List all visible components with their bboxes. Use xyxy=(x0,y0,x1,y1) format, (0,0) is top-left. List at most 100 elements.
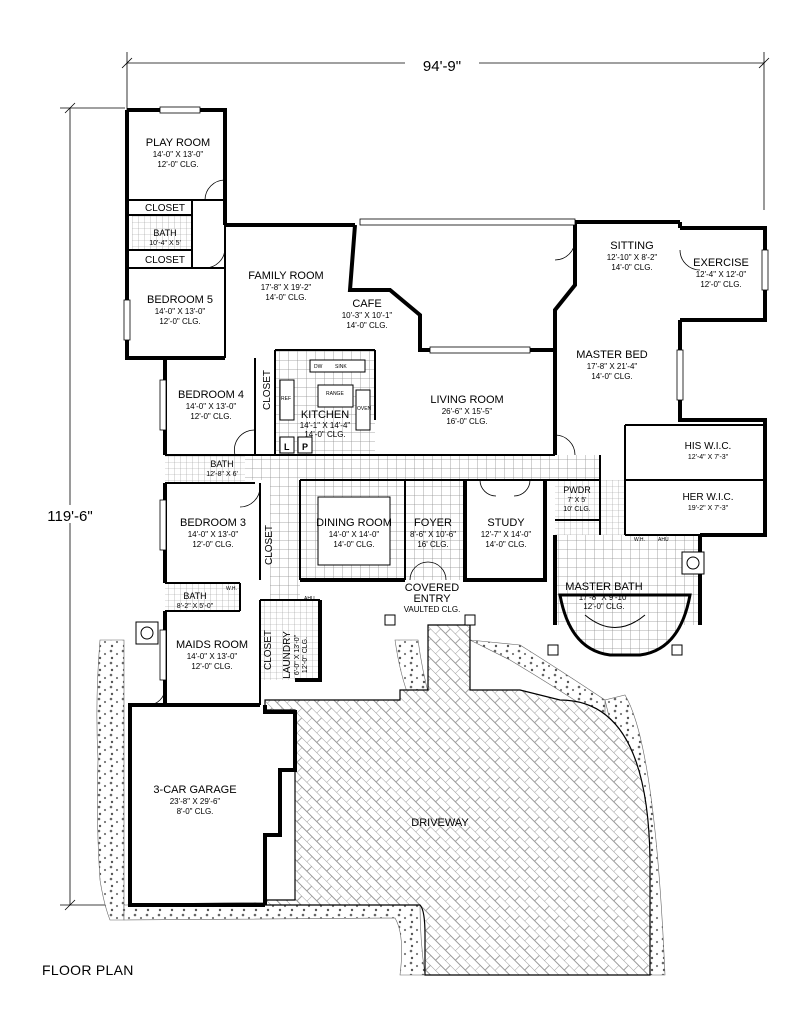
svg-text:STUDY: STUDY xyxy=(487,517,525,529)
svg-text:19'-2" X 7'-3": 19'-2" X 7'-3" xyxy=(688,505,729,512)
svg-text:8'-2" X 5'-0": 8'-2" X 5'-0" xyxy=(177,603,214,610)
room-closet-4: CLOSET xyxy=(264,525,275,565)
fixture-wh-master: W.H. xyxy=(634,537,645,543)
room-closet-3: CLOSET xyxy=(262,370,273,410)
svg-text:LAUNDRY: LAUNDRY xyxy=(282,631,293,679)
svg-text:3-CAR GARAGE: 3-CAR GARAGE xyxy=(153,784,236,796)
svg-text:17'-8" X 9'-10": 17'-8" X 9'-10" xyxy=(579,593,630,602)
svg-text:12'-0" CLG.: 12'-0" CLG. xyxy=(302,637,309,673)
svg-text:12'-0" CLG.: 12'-0" CLG. xyxy=(191,662,232,671)
room-living-room: LIVING ROOM 26'-6" X 15'-5" 16'-0" CLG. xyxy=(430,394,503,426)
svg-text:DINING ROOM: DINING ROOM xyxy=(316,517,392,529)
tub-outline xyxy=(584,614,646,628)
dining-rug xyxy=(317,496,391,566)
svg-text:10' CLG.: 10' CLG. xyxy=(563,506,590,513)
windows xyxy=(123,106,769,681)
svg-text:12'-0" CLG.: 12'-0" CLG. xyxy=(192,540,233,549)
driveway-paving xyxy=(264,624,651,976)
svg-text:BATH: BATH xyxy=(183,591,206,601)
room-bedroom-5: BEDROOM 5 14'-0" X 13'-0" 12'-0" CLG. xyxy=(147,294,213,326)
room-family-room: FAMILY ROOM 17'-8" X 19'-2" 14'-0" CLG. xyxy=(248,270,323,302)
svg-text:12'-0" CLG.: 12'-0" CLG. xyxy=(159,317,200,326)
svg-text:BEDROOM 5: BEDROOM 5 xyxy=(147,294,213,306)
svg-text:16'-0" CLG.: 16'-0" CLG. xyxy=(446,417,487,426)
svg-text:17'-8" X 21'-4": 17'-8" X 21'-4" xyxy=(587,362,638,371)
svg-text:14'-0" CLG.: 14'-0" CLG. xyxy=(611,263,652,272)
svg-text:KITCHEN: KITCHEN xyxy=(301,409,349,421)
svg-text:12'-0" CLG.: 12'-0" CLG. xyxy=(190,412,231,421)
floor-plan-caption: FLOOR PLAN xyxy=(42,962,134,978)
svg-text:14'-0" CLG.: 14'-0" CLG. xyxy=(265,293,306,302)
svg-text:7' X 5': 7' X 5' xyxy=(567,497,586,504)
svg-text:MASTER BATH: MASTER BATH xyxy=(565,581,642,593)
svg-text:VAULTED CLG.: VAULTED CLG. xyxy=(404,605,461,614)
svg-text:12'-0" CLG.: 12'-0" CLG. xyxy=(700,280,741,289)
room-closet-2: CLOSET xyxy=(145,255,185,266)
room-foyer: FOYER 8'-6" X 10'-6" 16' CLG. xyxy=(410,517,456,549)
room-her-wic: HER W.I.C. 19'-2" X 7'-3" xyxy=(682,492,733,512)
svg-text:14'-1" X 14'-4": 14'-1" X 14'-4" xyxy=(300,421,351,430)
svg-text:12'-8" X 6': 12'-8" X 6' xyxy=(206,471,238,478)
room-bath-upper: BATH 10'-4" X 5' xyxy=(149,228,181,247)
svg-text:12'-4" X 12'-0": 12'-4" X 12'-0" xyxy=(696,270,747,279)
fixture-sink: SINK xyxy=(335,364,347,370)
svg-text:EXERCISE: EXERCISE xyxy=(693,257,749,269)
master-bath-bay xyxy=(558,593,692,657)
svg-text:17'-8" X 19'-2": 17'-8" X 19'-2" xyxy=(261,283,312,292)
width-dimension-label: 94'-9" xyxy=(423,58,461,75)
room-laundry: LAUNDRY 6'-0" X 13'-0" 12'-0" CLG. xyxy=(282,631,309,679)
svg-text:12'-10" X 8'-2": 12'-10" X 8'-2" xyxy=(607,253,658,262)
room-study: STUDY 12'-7" X 14'-0" 14'-0" CLG. xyxy=(481,517,532,549)
fixture-ahu-master: AHU xyxy=(658,537,669,543)
svg-text:CAFE: CAFE xyxy=(352,298,381,310)
svg-text:14'-0" X 14'-0": 14'-0" X 14'-0" xyxy=(329,530,380,539)
svg-text:14'-0" CLG.: 14'-0" CLG. xyxy=(346,321,387,330)
room-pwdr: PWDR 7' X 5' 10' CLG. xyxy=(563,485,591,513)
svg-text:14'-0" X 13'-0": 14'-0" X 13'-0" xyxy=(186,402,237,411)
svg-text:14'-0" X 13'-0": 14'-0" X 13'-0" xyxy=(187,652,238,661)
svg-text:FOYER: FOYER xyxy=(414,517,452,529)
room-bedroom-4: BEDROOM 4 14'-0" X 13'-0" 12'-0" CLG. xyxy=(178,389,244,421)
svg-text:8'-6" X 10'-6": 8'-6" X 10'-6" xyxy=(410,530,456,539)
svg-text:12'-0" CLG.: 12'-0" CLG. xyxy=(583,602,624,611)
fixture-dw: DW xyxy=(314,364,323,370)
svg-text:12'-7" X 14'-0": 12'-7" X 14'-0" xyxy=(481,530,532,539)
fixture-ahu: AHU xyxy=(304,596,315,602)
svg-text:12'-0" CLG.: 12'-0" CLG. xyxy=(157,160,198,169)
room-closet-5: CLOSET xyxy=(263,630,274,670)
svg-text:8'-0" CLG.: 8'-0" CLG. xyxy=(177,807,214,816)
room-maids-room: MAIDS ROOM 14'-0" X 13'-0" 12'-0" CLG. xyxy=(176,639,248,671)
room-bath-mid: BATH 12'-8" X 6' xyxy=(206,459,238,478)
svg-text:10'-3" X 10'-1": 10'-3" X 10'-1" xyxy=(342,311,393,320)
room-garage: 3-CAR GARAGE 23'-8" X 29'-6" 8'-0" CLG. xyxy=(153,784,236,816)
room-dining-room: DINING ROOM 14'-0" X 14'-0" 14'-0" CLG. xyxy=(316,517,392,549)
room-bedroom-3: BEDROOM 3 14'-0" X 13'-0" 12'-0" CLG. xyxy=(180,517,246,549)
svg-text:14'-0" X 13'-0": 14'-0" X 13'-0" xyxy=(188,530,239,539)
fixture-oven: OVEN xyxy=(357,406,372,412)
room-his-wic: HIS W.I.C. 12'-4" X 7'-3" xyxy=(685,441,732,461)
svg-text:14'-0" CLG.: 14'-0" CLG. xyxy=(304,430,345,439)
dimension-width xyxy=(121,52,770,210)
svg-text:MASTER BED: MASTER BED xyxy=(576,349,648,361)
svg-text:26'-6" X 15'-5": 26'-6" X 15'-5" xyxy=(442,407,493,416)
fixture-ref: REF xyxy=(281,396,291,402)
room-sitting: SITTING 12'-10" X 8'-2" 14'-0" CLG. xyxy=(607,240,658,272)
svg-text:HIS W.I.C.: HIS W.I.C. xyxy=(685,441,732,452)
fixture-wh: W.H. xyxy=(226,586,237,592)
svg-text:14'-0" X 13'-0": 14'-0" X 13'-0" xyxy=(155,307,206,316)
svg-text:10'-4" X 5': 10'-4" X 5' xyxy=(149,240,181,247)
svg-text:SITTING: SITTING xyxy=(610,240,653,252)
kitchen-fixtures: DW SINK RANGE REF OVEN L P xyxy=(281,364,372,452)
kitchen-counters xyxy=(279,359,371,454)
svg-text:14'-0" X 13'-0": 14'-0" X 13'-0" xyxy=(153,150,204,159)
svg-text:12'-4" X 7'-3": 12'-4" X 7'-3" xyxy=(688,454,729,461)
svg-text:14'-0" CLG.: 14'-0" CLG. xyxy=(333,540,374,549)
svg-text:BEDROOM 4: BEDROOM 4 xyxy=(178,389,244,401)
svg-text:6'-0" X 13'-0": 6'-0" X 13'-0" xyxy=(294,634,301,675)
room-kitchen: KITCHEN 14'-1" X 14'-4" 14'-0" CLG. xyxy=(300,409,351,439)
svg-text:BATH: BATH xyxy=(210,459,233,469)
room-driveway: DRIVEWAY xyxy=(411,817,469,829)
svg-text:14'-0" CLG.: 14'-0" CLG. xyxy=(591,372,632,381)
fixture-range: RANGE xyxy=(326,391,344,397)
room-master-bed: MASTER BED 17'-8" X 21'-4" 14'-0" CLG. xyxy=(576,349,648,381)
